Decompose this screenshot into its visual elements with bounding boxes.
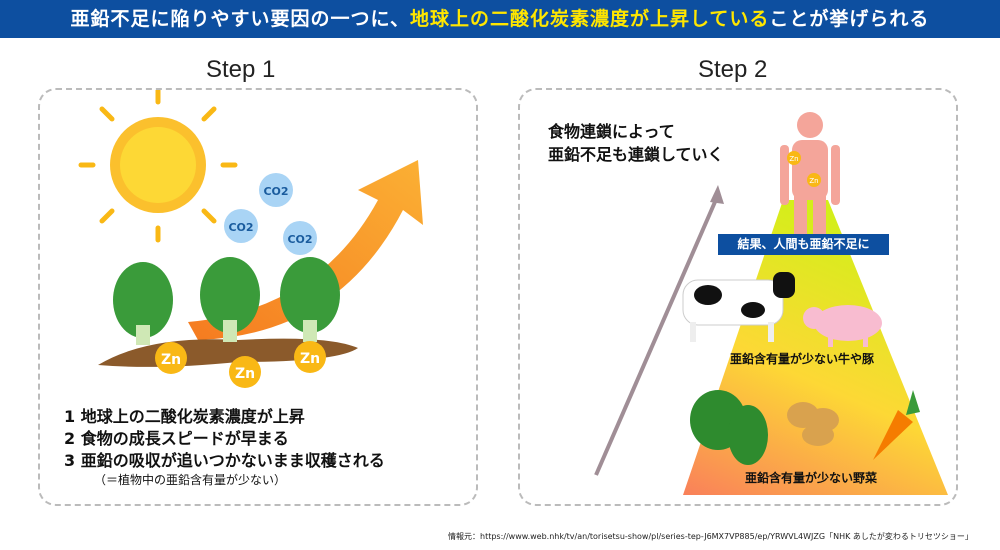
step2-title: Step 2 <box>698 56 768 83</box>
spinach-icon <box>690 390 768 465</box>
pig-icon <box>803 305 882 347</box>
step2-illustration: Zn Zn <box>594 112 948 495</box>
zinc-bubble: Zn <box>294 341 326 373</box>
list-item: 2 食物の成長スピードが早まる <box>64 429 289 448</box>
svg-text:Zn: Zn <box>161 352 181 368</box>
title-highlight: 地球上の二酸化炭素濃度が上昇している <box>409 8 770 30</box>
title-banner: 亜鉛不足に陥りやすい要因の一つに、地球上の二酸化炭素濃度が上昇していることが挙げ… <box>0 0 1000 38</box>
title-text: 亜鉛不足に陥りやすい要因の一つに、 <box>70 8 410 30</box>
zinc-bubble: Zn <box>229 356 261 388</box>
svg-text:Zn: Zn <box>235 366 255 382</box>
cow-icon <box>682 272 795 342</box>
chain-text: 食物連鎖によって亜鉛不足も連鎖していく <box>548 120 724 166</box>
co2-bubble: CO2 <box>259 173 293 207</box>
human-icon <box>780 112 840 235</box>
vegetables-label: 亜鉛含有量が少ない野菜 <box>745 471 878 485</box>
svg-text:CO2: CO2 <box>228 221 253 234</box>
zinc-bubble: Zn <box>155 342 187 374</box>
chain-line: 食物連鎖によって <box>548 122 675 141</box>
list-item: 1 地球上の二酸化炭素濃度が上昇 <box>64 407 305 426</box>
svg-text:CO2: CO2 <box>263 185 288 198</box>
title-text-end: ことが挙げられる <box>769 8 930 30</box>
co2-bubble: CO2 <box>283 221 317 255</box>
vegetable-plant-icon <box>113 257 340 345</box>
animals-label: 亜鉛含有量が少ない牛や豚 <box>730 352 875 366</box>
svg-text:Zn: Zn <box>300 351 320 367</box>
list-note: （＝植物中の亜鉛含有量が少ない） <box>94 473 287 487</box>
potato-icon <box>787 402 839 446</box>
svg-text:Zn: Zn <box>789 155 798 163</box>
source-citation: 情報元：https://www.web.nhk/tv/an/torisetsu-… <box>448 532 973 541</box>
chain-arrow-icon <box>594 194 720 476</box>
chain-line: 亜鉛不足も連鎖していく <box>548 145 724 164</box>
svg-text:CO2: CO2 <box>287 233 312 246</box>
list-item: 3 亜鉛の吸収が追いつかないまま収穫される <box>64 451 385 470</box>
step1-illustration: CO2 CO2 CO2 Zn Zn Zn <box>78 90 423 388</box>
co2-bubble: CO2 <box>224 209 258 243</box>
svg-text:Zn: Zn <box>809 177 818 185</box>
result-label: 結果、人間も亜鉛不足に <box>718 234 889 255</box>
step1-panel <box>38 88 478 506</box>
step2-panel <box>518 88 958 506</box>
carrot-icon <box>873 390 920 460</box>
step1-title: Step 1 <box>206 56 276 83</box>
sun-icon <box>78 90 238 243</box>
step1-list: 1 地球上の二酸化炭素濃度が上昇 2 食物の成長スピードが早まる 3 亜鉛の吸収… <box>64 406 385 488</box>
